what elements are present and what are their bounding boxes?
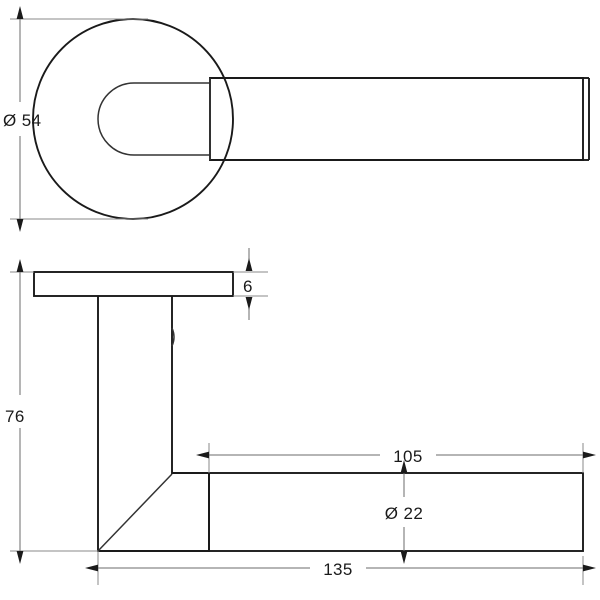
dim-text-thickness-6: 6 <box>243 277 253 296</box>
dim-text-length-105: 105 <box>393 447 423 466</box>
dimension-length-105: 105 <box>196 443 596 473</box>
lever-neck-outline-top-view <box>97 82 210 156</box>
dim-text-dia-22: Ø 22 <box>385 504 423 523</box>
lever-neck-outline-side-view <box>97 296 210 552</box>
dimension-height-76: 76 <box>5 259 98 564</box>
dim-text-length-135: 135 <box>323 560 353 579</box>
dimension-dia-22: Ø 22 <box>385 460 423 564</box>
lever-arm-side-view <box>208 472 584 552</box>
rose-circle-top-view <box>32 18 234 220</box>
stem-seam-detail <box>171 327 175 347</box>
neck-diagonal-transition <box>97 473 173 552</box>
dimension-dia-54: Ø 54 <box>3 6 148 232</box>
dim-text-dia-54: Ø 54 <box>3 111 41 130</box>
top-view-group: Ø 54 <box>3 6 590 232</box>
lever-arm-outline-top-view <box>209 77 584 161</box>
dimension-thickness-6: 6 <box>233 248 268 320</box>
rose-plate-side-view <box>33 271 234 297</box>
dim-text-height-76: 76 <box>5 407 25 426</box>
side-view-group: 6 76 105 Ø 22 <box>5 248 596 585</box>
dimension-length-135: 135 <box>85 551 596 585</box>
